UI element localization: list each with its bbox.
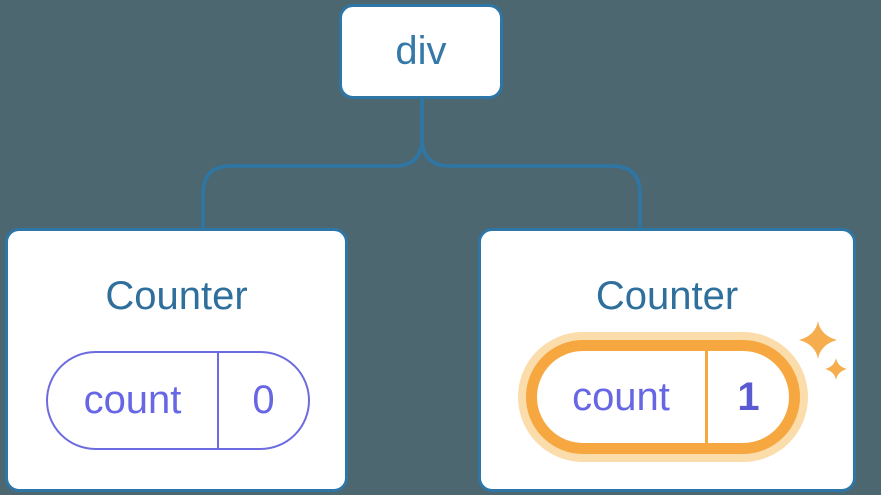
connector-right-branch — [420, 98, 642, 229]
state-value: 0 — [252, 378, 275, 422]
counter-title: Counter — [595, 274, 739, 318]
counter-title: Counter — [105, 274, 248, 318]
counter-card-right: Counter count 1 — [478, 228, 856, 492]
root-node-div: div — [339, 4, 503, 99]
state-value: 1 — [737, 374, 760, 419]
root-node-label: div — [395, 29, 447, 73]
state-key-label: count — [537, 351, 708, 443]
connector-left-branch — [201, 98, 424, 229]
state-pill-count-0: count 0 — [46, 351, 310, 450]
state-pill-count-1-highlighted: count 1 — [526, 340, 800, 454]
counter-card-left: Counter count 0 — [5, 228, 348, 492]
state-key-label: count — [48, 353, 219, 448]
